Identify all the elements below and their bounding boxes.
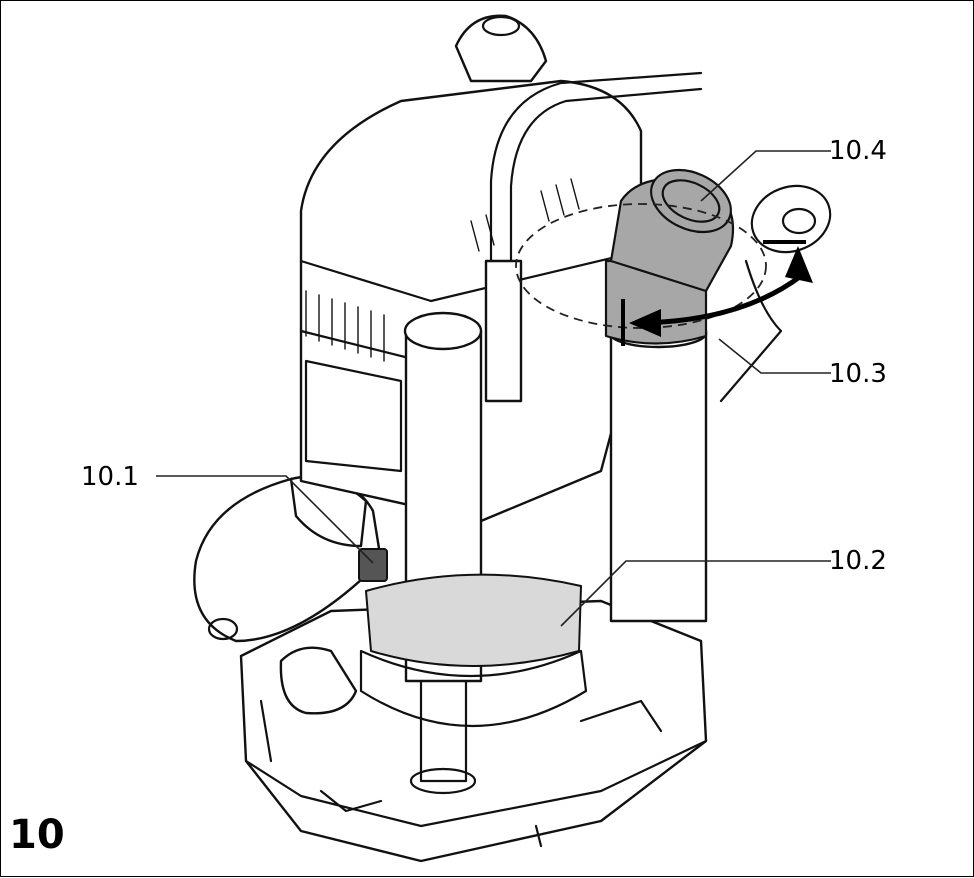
- callout-10-4: 10.4: [829, 136, 887, 166]
- handle-left: [193, 475, 388, 643]
- spindle-sleeve: [359, 573, 588, 728]
- callout-10-3: 10.3: [829, 359, 887, 389]
- rotation-arrow-icon: [621, 240, 813, 346]
- leader-10-1: [156, 475, 374, 564]
- motor-housing: [299, 79, 643, 523]
- guide-column-rear: [608, 317, 708, 623]
- leader-10-4: [700, 150, 831, 202]
- depth-knob: [454, 14, 548, 83]
- callout-10-2: 10.2: [829, 546, 887, 576]
- figure-number: 10: [9, 812, 65, 858]
- base-knob: [279, 646, 358, 715]
- power-cable: [489, 71, 703, 268]
- router-base: [239, 599, 708, 863]
- callout-10-1: 10.1: [81, 462, 139, 492]
- leader-lines: [156, 150, 831, 627]
- spout-alt-position: [719, 184, 832, 403]
- leader-10-2: [560, 560, 831, 627]
- leader-10-3: [718, 338, 831, 374]
- power-cable-edge: [509, 87, 703, 268]
